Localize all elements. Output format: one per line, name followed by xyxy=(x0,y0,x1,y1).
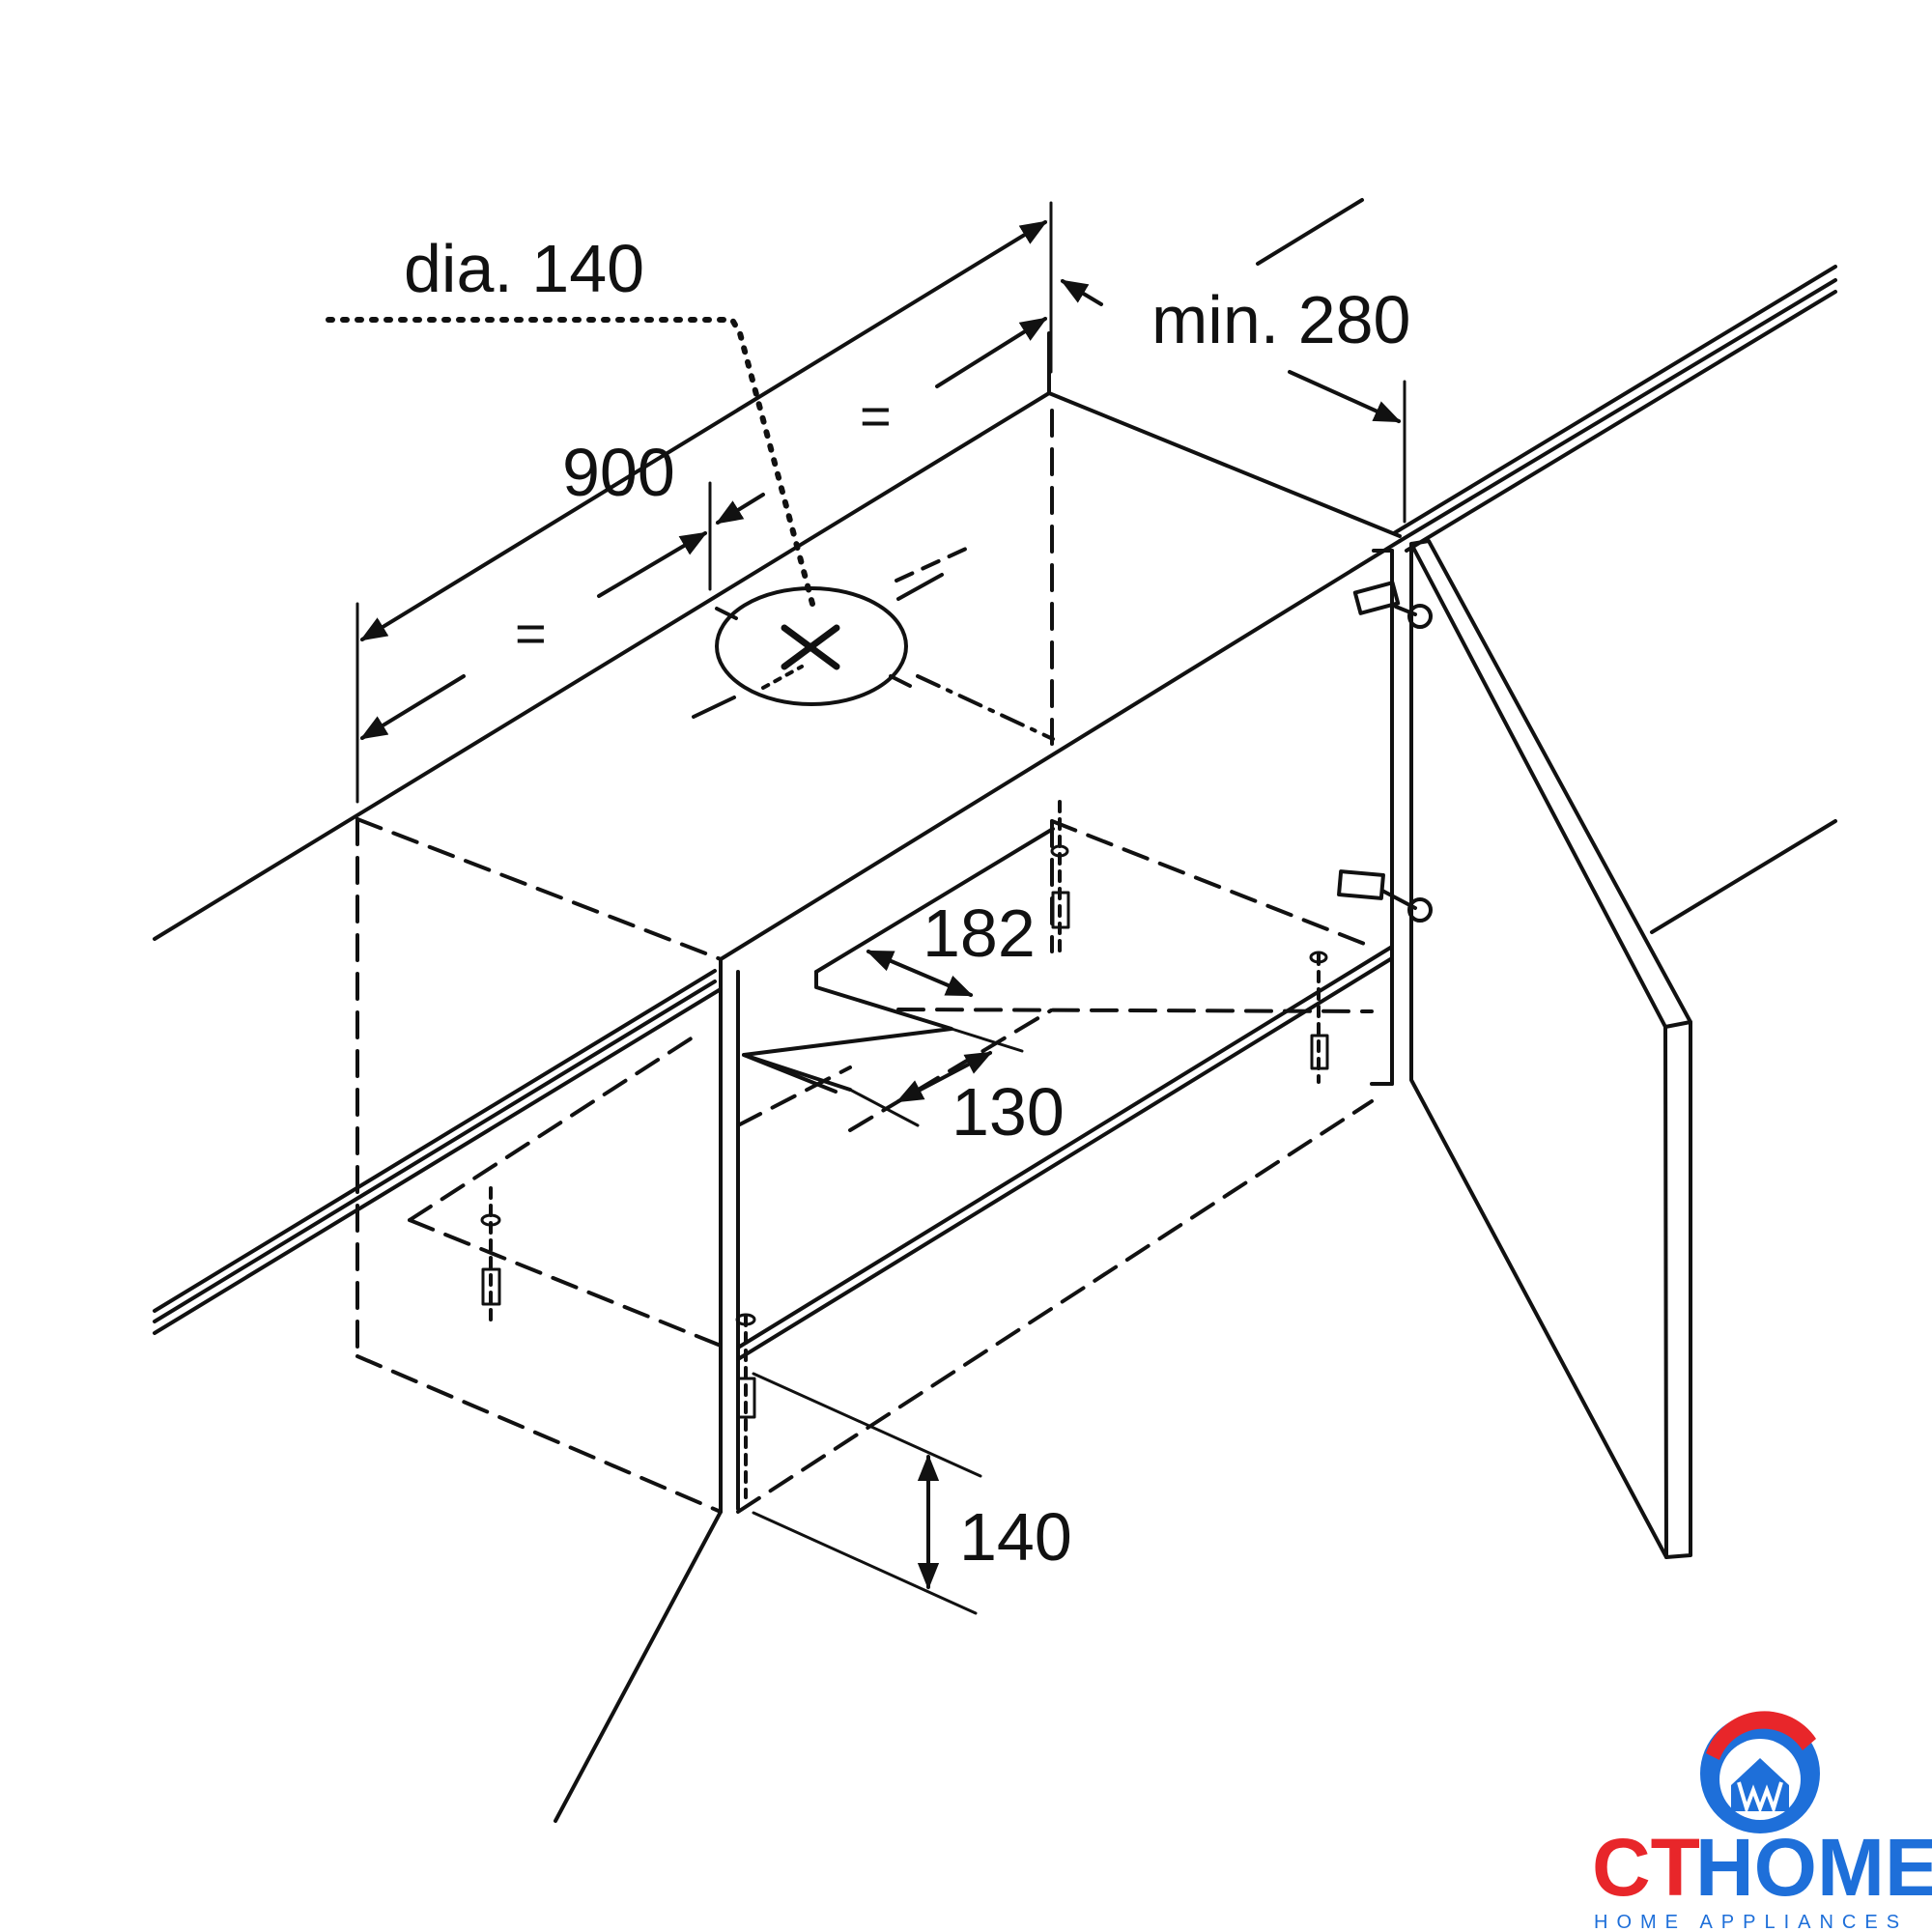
cabinet-door xyxy=(1409,539,1692,1559)
brand-name-home: HOME xyxy=(1695,1822,1932,1913)
equal-right-label: = xyxy=(860,385,892,446)
upper-cabinet xyxy=(153,198,1837,1823)
cutout-offset-label: 130 xyxy=(952,1074,1065,1150)
house-w-icon xyxy=(1700,1711,1820,1833)
brand-logo: CT HOME HOME APPLIANCES xyxy=(1592,1711,1932,1932)
brand-name-ct: CT xyxy=(1592,1822,1700,1913)
cutout-depth-label: 182 xyxy=(923,895,1036,971)
screw-markers xyxy=(480,800,1329,1499)
dia-label: dia. 140 xyxy=(404,231,644,306)
min-clearance-label: min. 280 xyxy=(1151,282,1410,357)
brand-tagline: HOME APPLIANCES xyxy=(1594,1912,1908,1932)
hinge-bottom xyxy=(1337,869,1433,923)
width-label: 900 xyxy=(562,435,675,510)
hood-outline xyxy=(355,409,1374,1514)
dimension-lines xyxy=(355,201,1406,1615)
equal-left-label: = xyxy=(515,603,547,664)
height-label: 140 xyxy=(959,1499,1072,1575)
hinge-top xyxy=(1352,581,1433,629)
